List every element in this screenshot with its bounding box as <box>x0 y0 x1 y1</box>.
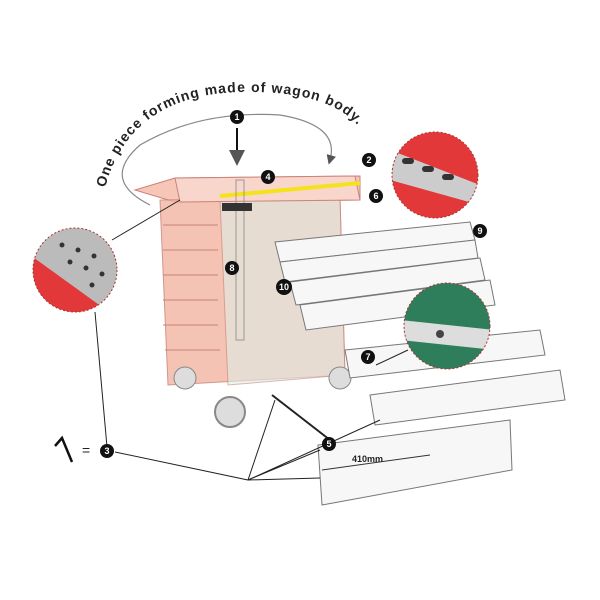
callout-5: 5 <box>322 437 336 451</box>
leader-lines <box>94 199 409 481</box>
dimension-label: 410mm <box>352 454 383 464</box>
callout-3: 3 <box>100 444 114 458</box>
bend-symbol-icon <box>54 435 74 463</box>
callout-10: 10 <box>276 279 292 295</box>
callout-7: 7 <box>361 350 375 364</box>
svg-text:7: 7 <box>365 352 370 362</box>
title-curved-text: One piece forming made of wagon body. <box>93 79 368 189</box>
svg-text:6: 6 <box>373 191 378 201</box>
callout-1: 1 <box>230 110 244 124</box>
svg-text:1: 1 <box>234 112 239 122</box>
callout-4: 4 <box>261 170 275 184</box>
callout-6: 6 <box>369 189 383 203</box>
svg-text:3: 3 <box>104 446 109 456</box>
loop-arrow <box>121 113 336 206</box>
svg-text:8: 8 <box>229 263 234 273</box>
callout-8: 8 <box>225 261 239 275</box>
detail-circle-slide <box>404 283 490 369</box>
title-text: One piece forming made of wagon body. <box>93 79 367 189</box>
drawers <box>274 221 566 506</box>
detail-circle-corner <box>33 228 117 312</box>
svg-text:5: 5 <box>326 439 331 449</box>
equals-sign: = <box>82 442 90 458</box>
detail-circle-rail <box>392 132 478 218</box>
callout-2: 2 <box>362 153 376 167</box>
svg-text:2: 2 <box>366 155 371 165</box>
callout-9: 9 <box>473 224 487 238</box>
svg-text:4: 4 <box>265 172 270 182</box>
svg-text:10: 10 <box>279 282 289 292</box>
svg-text:9: 9 <box>477 226 482 236</box>
